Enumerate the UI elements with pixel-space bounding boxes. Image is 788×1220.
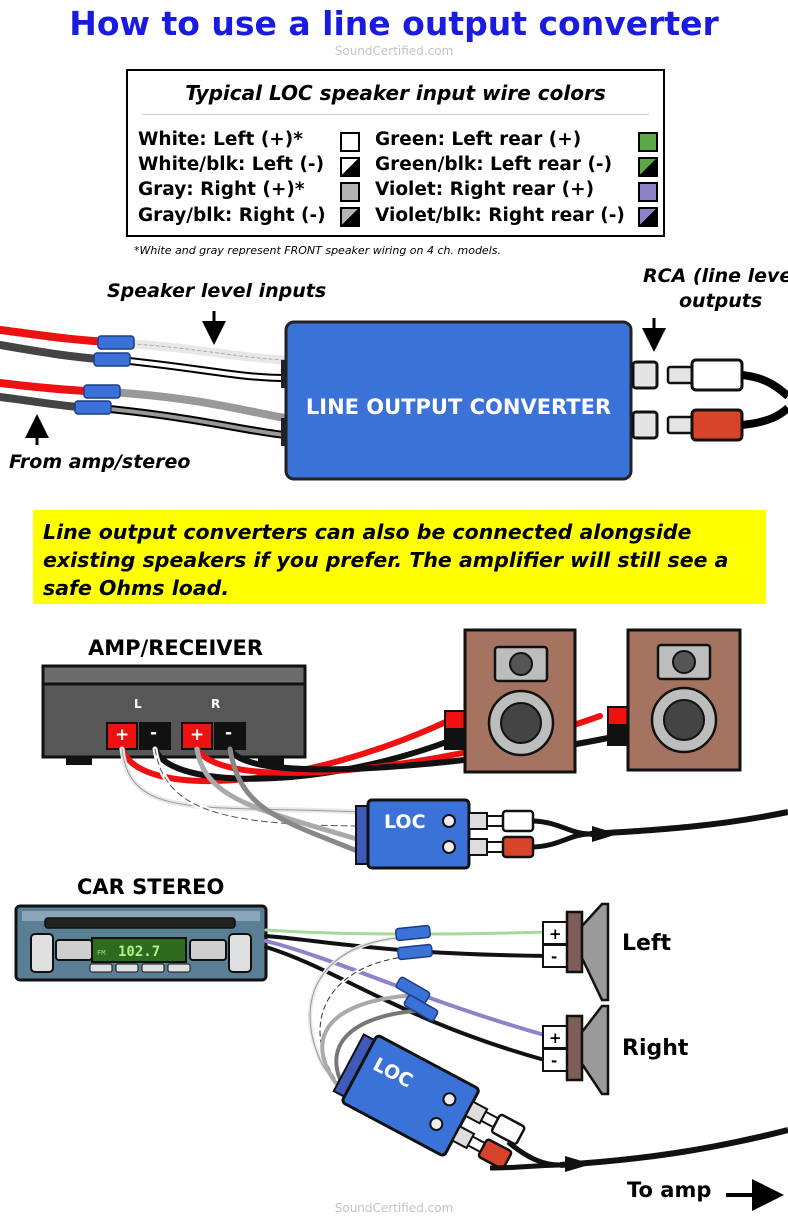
speaker-level-inputs-label: Speaker level inputs: [107, 280, 327, 302]
rca-outputs-label-line1: RCA (line level): [643, 265, 788, 287]
car-right-plus: +: [549, 1029, 562, 1047]
legend-footnote: *White and gray represent FRONT speaker …: [134, 244, 501, 257]
legend-violet-label: Violet: Right rear (+): [375, 179, 595, 200]
amp-channel-left: L: [134, 697, 142, 711]
swatch-violet: [638, 182, 658, 202]
car-left-speaker-label: Left: [622, 931, 672, 956]
car-loc-unit: [332, 1033, 788, 1172]
car-right-minus: -: [551, 1052, 557, 1070]
car-stereo-title: CAR STEREO: [77, 875, 225, 899]
top-arrows: [25, 311, 666, 445]
amp-left-plus: +: [115, 725, 130, 745]
swatch-violet-black: [638, 207, 658, 227]
amp-receiver-title: AMP/RECEIVER: [88, 636, 264, 660]
amp-foot-left: [66, 755, 92, 765]
legend-violet-blk-label: Violet/blk: Right rear (-): [375, 205, 625, 226]
swatch-green: [638, 132, 658, 152]
legend-divider: [142, 114, 649, 115]
amp-right-plus: +: [190, 725, 205, 745]
legend-white-blk-label: White/blk: Left (-): [138, 154, 325, 175]
amp-channel-right: R: [211, 697, 221, 711]
amp-speaker-right: [607, 628, 742, 772]
converter-input-port-bottom: [281, 418, 287, 446]
legend-green-blk-label: Green/blk: Left rear (-): [375, 154, 613, 175]
legend-gray-blk-label: Gray/blk: Right (-): [138, 205, 326, 226]
legend-green-label: Green: Left rear (+): [375, 129, 582, 150]
top-connectors: [74, 335, 135, 415]
radio-display-frequency: 102.7: [118, 944, 160, 960]
converter-label: LINE OUTPUT CONVERTER: [305, 395, 612, 419]
swatch-gray-black: [340, 207, 360, 227]
swatch-green-black: [638, 157, 658, 177]
car-left-plus: +: [549, 925, 562, 943]
car-left-minus: -: [551, 948, 557, 966]
legend-gray-label: Gray: Right (+)*: [138, 179, 305, 200]
converter-input-port-top: [281, 360, 287, 388]
radio-display-band: FM: [97, 949, 105, 957]
car-connectors: [395, 924, 439, 1022]
amp-receiver-top: [41, 664, 307, 686]
amp-loc-label: LOC: [384, 811, 426, 833]
amp-loc-unit: [355, 798, 788, 870]
rca-outputs-label-line2: outputs: [679, 290, 763, 312]
amp-wires: [119, 713, 611, 855]
swatch-white-black: [340, 157, 360, 177]
wire-color-legend: Typical LOC speaker input wire colors Wh…: [126, 69, 665, 237]
top-input-wires: [0, 326, 290, 439]
note-banner: Line output converters can also be conne…: [33, 510, 766, 604]
from-amp-stereo-label: From amp/stereo: [9, 451, 191, 473]
rca-jacks: [631, 358, 788, 442]
amp-right-minus: -: [225, 723, 233, 743]
watermark-bottom: SoundCertified.com: [334, 1201, 454, 1215]
car-stereo-unit: [14, 904, 268, 982]
car-right-speaker-label: Right: [622, 1036, 689, 1061]
page-title: How to use a line output converter: [69, 4, 719, 43]
amp-left-minus: -: [150, 723, 158, 743]
swatch-white: [340, 132, 360, 152]
watermark-top: SoundCertified.com: [334, 44, 454, 58]
legend-title: Typical LOC speaker input wire colors: [185, 81, 606, 105]
line-output-converter-box: [284, 320, 633, 481]
to-amp-label: To amp: [627, 1178, 712, 1202]
car-speaker-right: [542, 1004, 610, 1096]
swatch-gray: [340, 182, 360, 202]
car-speaker-left: [542, 902, 610, 1002]
legend-white-label: White: Left (+)*: [138, 129, 303, 150]
amp-speaker-left: [444, 628, 577, 774]
amp-foot-right: [258, 755, 284, 765]
